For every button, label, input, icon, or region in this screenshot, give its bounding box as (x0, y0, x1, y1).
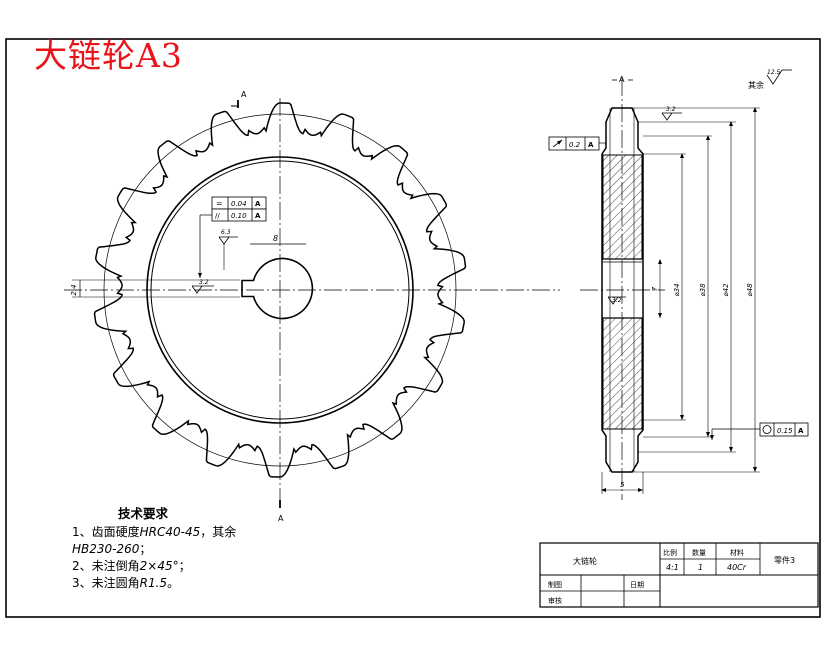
dim-d2: ⌀38 (699, 283, 707, 297)
dim-width: 5 (620, 481, 625, 489)
roughness-hub-value: 3.2 (199, 279, 209, 286)
tolerance-frame-roundness: 0.15 A (710, 422, 809, 440)
dim-key-width: 8 (273, 234, 278, 243)
section-mark-top: A (241, 90, 247, 99)
tol-parallel-ref: A (255, 212, 261, 220)
tech-l3-text: 3、未注圆角 (72, 576, 140, 590)
tb-material: 40Cr (727, 563, 747, 572)
tb-scale-label: 比例 (663, 548, 677, 557)
tech-line-1b: HB230-260； (72, 541, 236, 558)
section-mark-top-right: A (619, 75, 625, 84)
tech-l1-rest: ，其余 (200, 525, 237, 539)
tol-round-value: 0.15 (777, 427, 793, 435)
tb-draw-label: 制图 (548, 580, 562, 589)
hatch-upper (602, 154, 643, 260)
drawing-frame (5, 38, 821, 618)
tech-l1-hb: HB230-260 (72, 542, 140, 556)
tol-runout-ref: A (588, 141, 594, 149)
section-mark-bottom: A (278, 514, 284, 523)
sprocket-section-view: A 7 ⌀34 ⌀38 ⌀42 ⌀48 5 (548, 69, 809, 500)
tb-material-label: 材料 (730, 548, 744, 557)
roughness-keyway: 6.3 (218, 229, 238, 270)
roughness-bore: 3.2 (607, 296, 626, 305)
tech-l2-text: 2、未注倒角 (72, 559, 140, 573)
tech-l1-end: ； (139, 542, 152, 556)
roughness-hub: 3.2 (191, 279, 214, 294)
circularity-symbol-icon (762, 425, 772, 434)
tb-qty: 1 (698, 563, 703, 572)
roughness-bore-value: 3.2 (612, 297, 622, 304)
tech-line-3: 3、未注圆角R1.5。 (72, 575, 236, 592)
roughness-keyway-value: 6.3 (221, 229, 231, 236)
runout-symbol-icon (552, 139, 563, 148)
drawing-title: 大链轮A3 (34, 36, 183, 75)
tech-l2-end: ； (178, 559, 191, 573)
tb-part-name: 大链轮 (573, 556, 597, 566)
tol-symbol-symmetry: = (216, 199, 223, 208)
dim-d3: ⌀42 (722, 283, 730, 297)
tech-line-1: 1、齿面硬度HRC40-45，其余 (72, 524, 236, 541)
roughness-teeth: 3.2 (661, 106, 682, 121)
tb-part-no: 零件3 (774, 555, 795, 565)
roughness-teeth-value: 3.2 (666, 106, 676, 113)
tol-round-ref: A (798, 427, 804, 435)
roughness-others-label: 其余 (748, 80, 764, 90)
tolerance-frame-runout: 0.2 A (548, 136, 606, 151)
tb-scale: 4:1 (666, 563, 679, 572)
tech-l3-end: 。 (167, 576, 180, 590)
tolerance-frame-key: = 0.04 A // 0.10 A (198, 196, 267, 278)
hatch-lower (602, 317, 643, 430)
tb-date-label: 日期 (630, 581, 644, 589)
sprocket-front-view: A A 8 2.4 6.3 3.2 = 0. (64, 90, 560, 523)
tol-runout-value: 0.2 (569, 141, 581, 149)
technical-requirements: 技术要求 1、齿面硬度HRC40-45，其余 HB230-260； 2、未注倒角… (72, 505, 236, 592)
tech-l3-val: R1.5 (139, 576, 168, 590)
dim-key-depth: 2.4 (70, 284, 78, 295)
tol-parallel-value: 0.10 (231, 212, 247, 220)
dim-d1: ⌀34 (673, 283, 681, 296)
bore-keyway (241, 257, 314, 320)
dim-bore: 7 (651, 286, 659, 291)
tol-symmetry-ref: A (255, 200, 261, 208)
tol-symmetry-value: 0.04 (231, 200, 247, 208)
tol-symbol-parallel: // (215, 212, 220, 220)
roughness-others-value: 12.5 (767, 69, 781, 76)
title-block (539, 542, 819, 608)
tech-l1-text: 1、齿面硬度 (72, 525, 140, 539)
dim-d4: ⌀48 (746, 283, 754, 297)
roughness-others: 其余 12.5 (748, 69, 792, 90)
tech-l1-hrc: HRC40-45 (139, 525, 201, 539)
tech-line-2: 2、未注倒角2×45°； (72, 558, 236, 575)
tb-qty-label: 数量 (692, 548, 706, 557)
tech-l2-val: 2×45° (139, 559, 179, 573)
tb-check-label: 审核 (548, 596, 562, 605)
tech-heading: 技术要求 (118, 506, 169, 521)
